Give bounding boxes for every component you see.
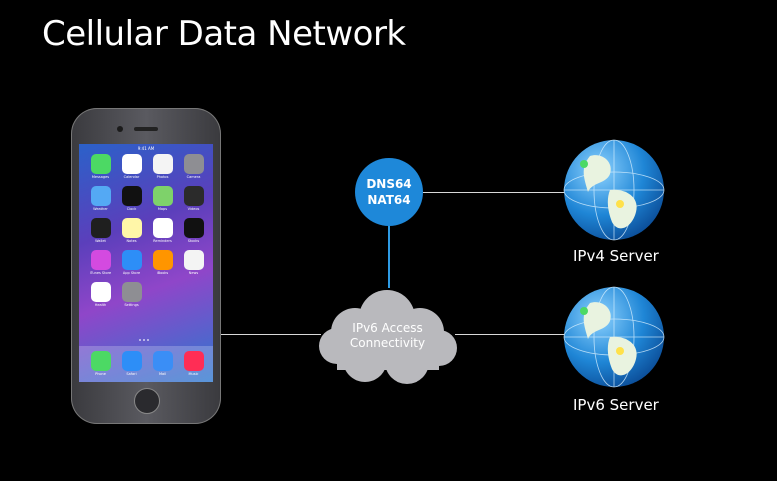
app-label: Reminders: [153, 239, 172, 243]
app-icon-itunes-store: iTunes Store: [85, 250, 116, 275]
app-icon-camera: Camera: [178, 154, 209, 179]
app-icon-clock: Clock: [116, 186, 147, 211]
page-dots: [139, 339, 149, 341]
app-label: App Store: [122, 271, 141, 275]
app-glyph-icon: [90, 250, 111, 270]
app-icon-settings: Settings: [116, 282, 147, 307]
app-glyph-icon: [121, 250, 142, 270]
ipv6-server-label: IPv6 Server: [573, 396, 659, 414]
app-glyph-icon: [90, 282, 111, 302]
app-label: Health: [94, 303, 107, 307]
app-icon-app-store: App Store: [116, 250, 147, 275]
app-label: Stocks: [187, 239, 200, 243]
app-label: Mail: [158, 372, 167, 376]
connector-dns-ipv4-server: [423, 192, 566, 193]
app-label: iTunes Store: [89, 271, 112, 275]
connector-cloud-ipv6-server: [455, 334, 565, 335]
cloud-label-line2: Connectivity: [349, 336, 426, 350]
cloud-label: IPv6 Access Connectivity: [315, 321, 460, 351]
home-button: [134, 388, 160, 414]
app-label: Clock: [126, 207, 137, 211]
app-glyph-icon: [183, 186, 204, 206]
app-glyph-icon: [183, 218, 204, 238]
front-camera: [117, 126, 123, 132]
app-label: Camera: [186, 175, 201, 179]
app-glyph-icon: [90, 218, 111, 238]
app-glyph-icon: [121, 218, 142, 238]
app-label: Wallet: [95, 239, 106, 243]
app-icon-phone: Phone: [85, 351, 116, 376]
app-icon-music: Music: [178, 351, 209, 376]
app-glyph-icon: [183, 351, 204, 371]
app-glyph-icon: [152, 154, 173, 174]
app-label: News: [188, 271, 199, 275]
dock-grid: Phone Safari Mail Music: [85, 351, 209, 376]
page-title: Cellular Data Network: [42, 14, 406, 54]
app-glyph-icon: [121, 186, 142, 206]
app-label: Videos: [187, 207, 200, 211]
app-icon-videos: Videos: [178, 186, 209, 211]
app-glyph-icon: [183, 154, 204, 174]
cloud-label-line1: IPv6 Access: [352, 321, 423, 335]
app-icon-messages: Messages: [85, 154, 116, 179]
app-glyph-icon: [152, 186, 173, 206]
app-label: Messages: [91, 175, 110, 179]
dns64-label: DNS64: [366, 177, 412, 191]
app-label: Maps: [157, 207, 168, 211]
app-icon-health: Health: [85, 282, 116, 307]
app-glyph-icon: [121, 351, 142, 371]
ipv4-server-label: IPv4 Server: [573, 247, 659, 265]
app-glyph-icon: [121, 282, 142, 302]
app-label: iBooks: [156, 271, 169, 275]
app-icon-mail: Mail: [147, 351, 178, 376]
app-glyph-icon: [90, 154, 111, 174]
app-glyph-icon: [121, 154, 142, 174]
status-bar-time: 9:41 AM: [137, 146, 155, 151]
globe-icon: [563, 139, 665, 241]
app-icon-calendar: Calendar: [116, 154, 147, 179]
app-label: Music: [188, 372, 199, 376]
app-glyph-icon: [90, 186, 111, 206]
app-label: Calendar: [123, 175, 140, 179]
connector-dns-cloud: [388, 226, 390, 288]
app-icon-safari: Safari: [116, 351, 147, 376]
app-label: Safari: [126, 372, 137, 376]
app-icon-reminders: Reminders: [147, 218, 178, 243]
app-icon-stocks: Stocks: [178, 218, 209, 243]
app-icon-weather: Weather: [85, 186, 116, 211]
dock: Phone Safari Mail Music: [79, 346, 213, 382]
app-icon-maps: Maps: [147, 186, 178, 211]
app-icon-ibooks: iBooks: [147, 250, 178, 275]
app-label: Weather: [93, 207, 108, 211]
app-glyph-icon: [152, 351, 173, 371]
app-glyph-icon: [183, 250, 204, 270]
connector-phone-cloud: [221, 334, 321, 335]
app-label: Notes: [126, 239, 137, 243]
nat64-label: NAT64: [367, 193, 411, 207]
earpiece: [134, 127, 158, 131]
app-glyph-icon: [152, 218, 173, 238]
app-icon-news: News: [178, 250, 209, 275]
app-icon-photos: Photos: [147, 154, 178, 179]
app-label: Settings: [124, 303, 139, 307]
app-icon-wallet: Wallet: [85, 218, 116, 243]
app-label: Photos: [156, 175, 169, 179]
dns64-nat64-node: DNS64 NAT64: [355, 158, 423, 226]
app-label: Phone: [95, 372, 106, 376]
cloud-icon: [319, 290, 457, 384]
app-glyph-icon: [90, 351, 111, 371]
app-glyph-icon: [152, 250, 173, 270]
app-icon-notes: Notes: [116, 218, 147, 243]
globe-icon: [563, 286, 665, 388]
